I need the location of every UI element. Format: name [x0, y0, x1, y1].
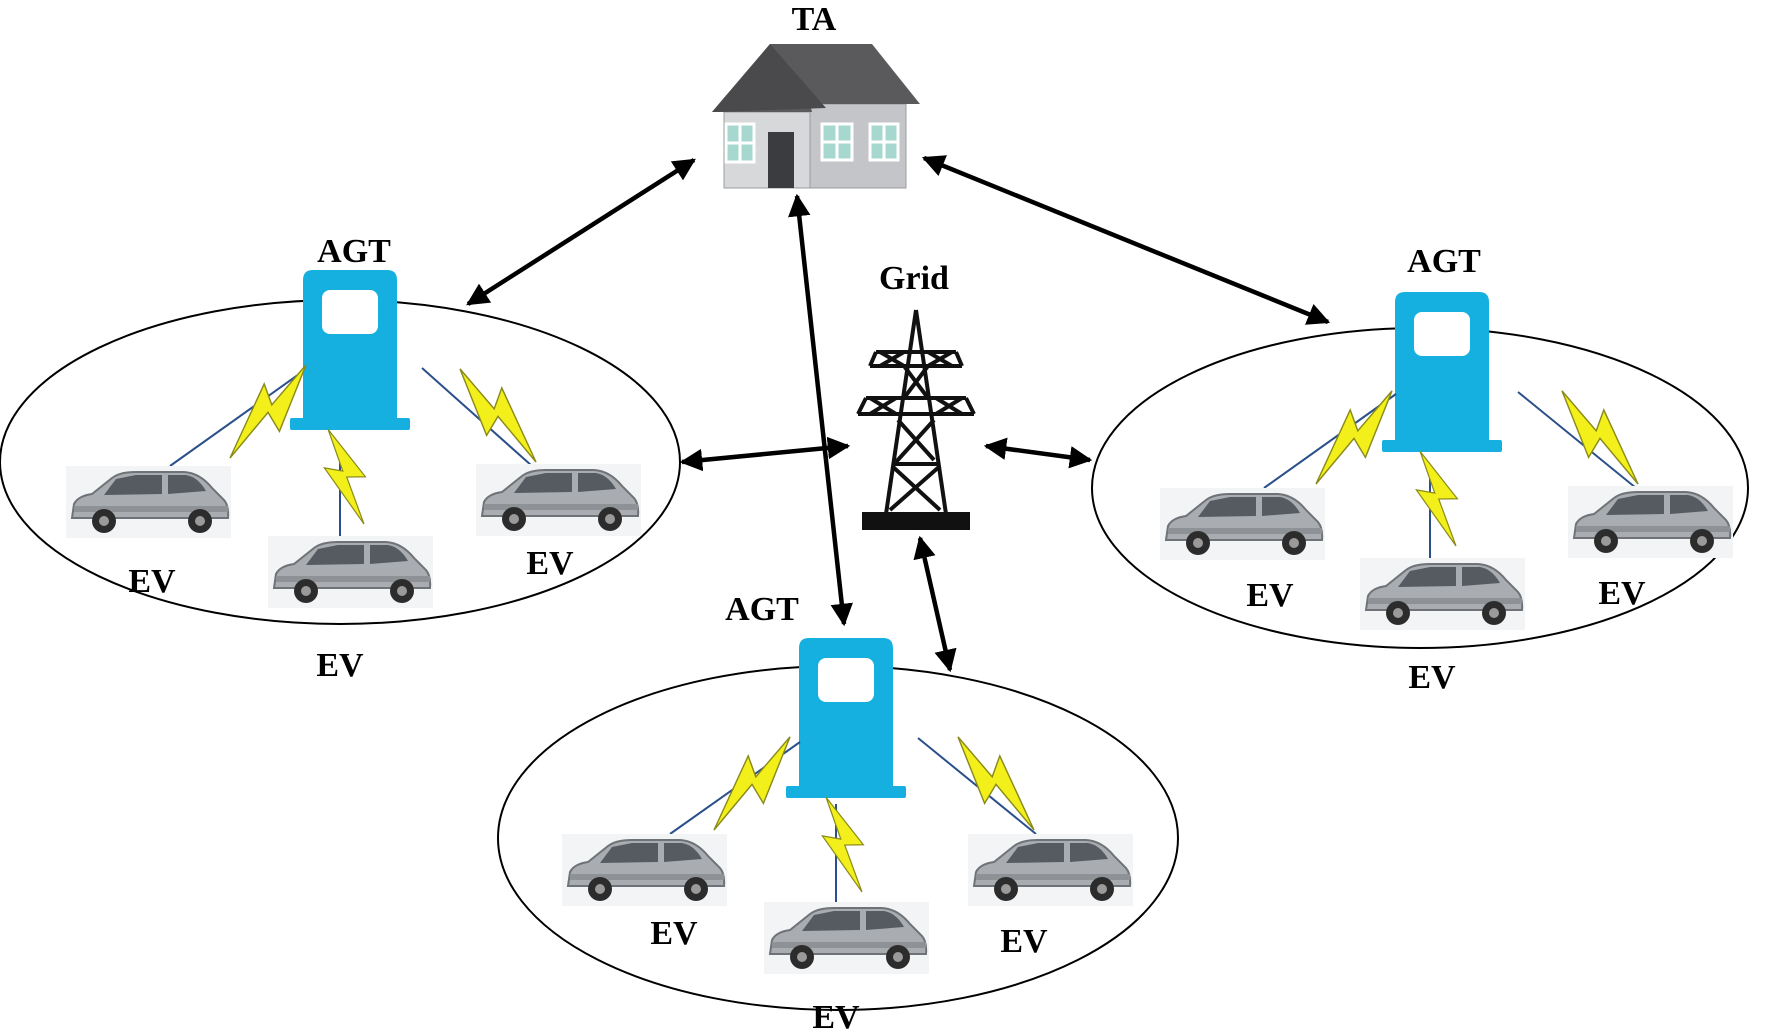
car-icon [65, 465, 232, 539]
lightning-icon [459, 368, 537, 463]
arrow-grid-agt-right [983, 437, 1093, 469]
car-icon [475, 463, 642, 537]
connection-arrows [466, 155, 1331, 673]
car-icon [561, 833, 728, 907]
ev-label: EV [1246, 577, 1294, 614]
transmission-tower-icon [856, 309, 976, 530]
lightning-icon [957, 736, 1035, 831]
arrow-ta-agt-right [921, 155, 1331, 325]
house-icon [712, 44, 920, 189]
car-icon [967, 833, 1134, 907]
lightning-icon [713, 736, 791, 831]
ta-node: TA [712, 1, 920, 189]
agt-label-right: AGT [1407, 243, 1481, 280]
car-icon [1159, 487, 1326, 561]
lightning-icon [1315, 390, 1393, 485]
car-icon [763, 901, 930, 975]
ev-label: EV [1598, 575, 1646, 612]
ta-label: TA [792, 1, 837, 38]
lightning-icon [793, 796, 895, 893]
ev-label: EV [316, 647, 364, 684]
charging-station-icon [786, 638, 906, 798]
lightning-icon [1387, 450, 1489, 547]
agt-label-bottom: AGT [725, 591, 799, 628]
car-icon [1359, 557, 1526, 631]
car-icon [267, 535, 434, 609]
grid-label: Grid [879, 260, 949, 297]
charging-station-icon [1382, 292, 1502, 452]
arrow-ta-agt-left [466, 158, 696, 306]
agt-label-left: AGT [317, 233, 391, 270]
agt-cluster-left: AGT EV EV EV [0, 233, 681, 684]
arrow-grid-agt-bottom [913, 535, 957, 673]
grid-node: Grid [856, 260, 976, 530]
car-icon [1567, 485, 1734, 559]
agt-cluster-bottom: AGT EV EV EV [497, 591, 1179, 1035]
ev-label: EV [1000, 923, 1048, 960]
charging-station-icon [290, 270, 410, 430]
ev-label: EV [650, 915, 698, 952]
arrow-ta-agt-bottom [788, 193, 853, 627]
agt-cluster-right: AGT EV EV EV [1091, 243, 1749, 696]
lightning-icon [229, 364, 307, 459]
ev-label: EV [128, 563, 176, 600]
arrow-grid-agt-left [679, 436, 851, 472]
lightning-icon [295, 428, 397, 525]
ev-label: EV [526, 545, 574, 582]
ev-label: EV [812, 999, 860, 1035]
ev-label: EV [1408, 659, 1456, 696]
